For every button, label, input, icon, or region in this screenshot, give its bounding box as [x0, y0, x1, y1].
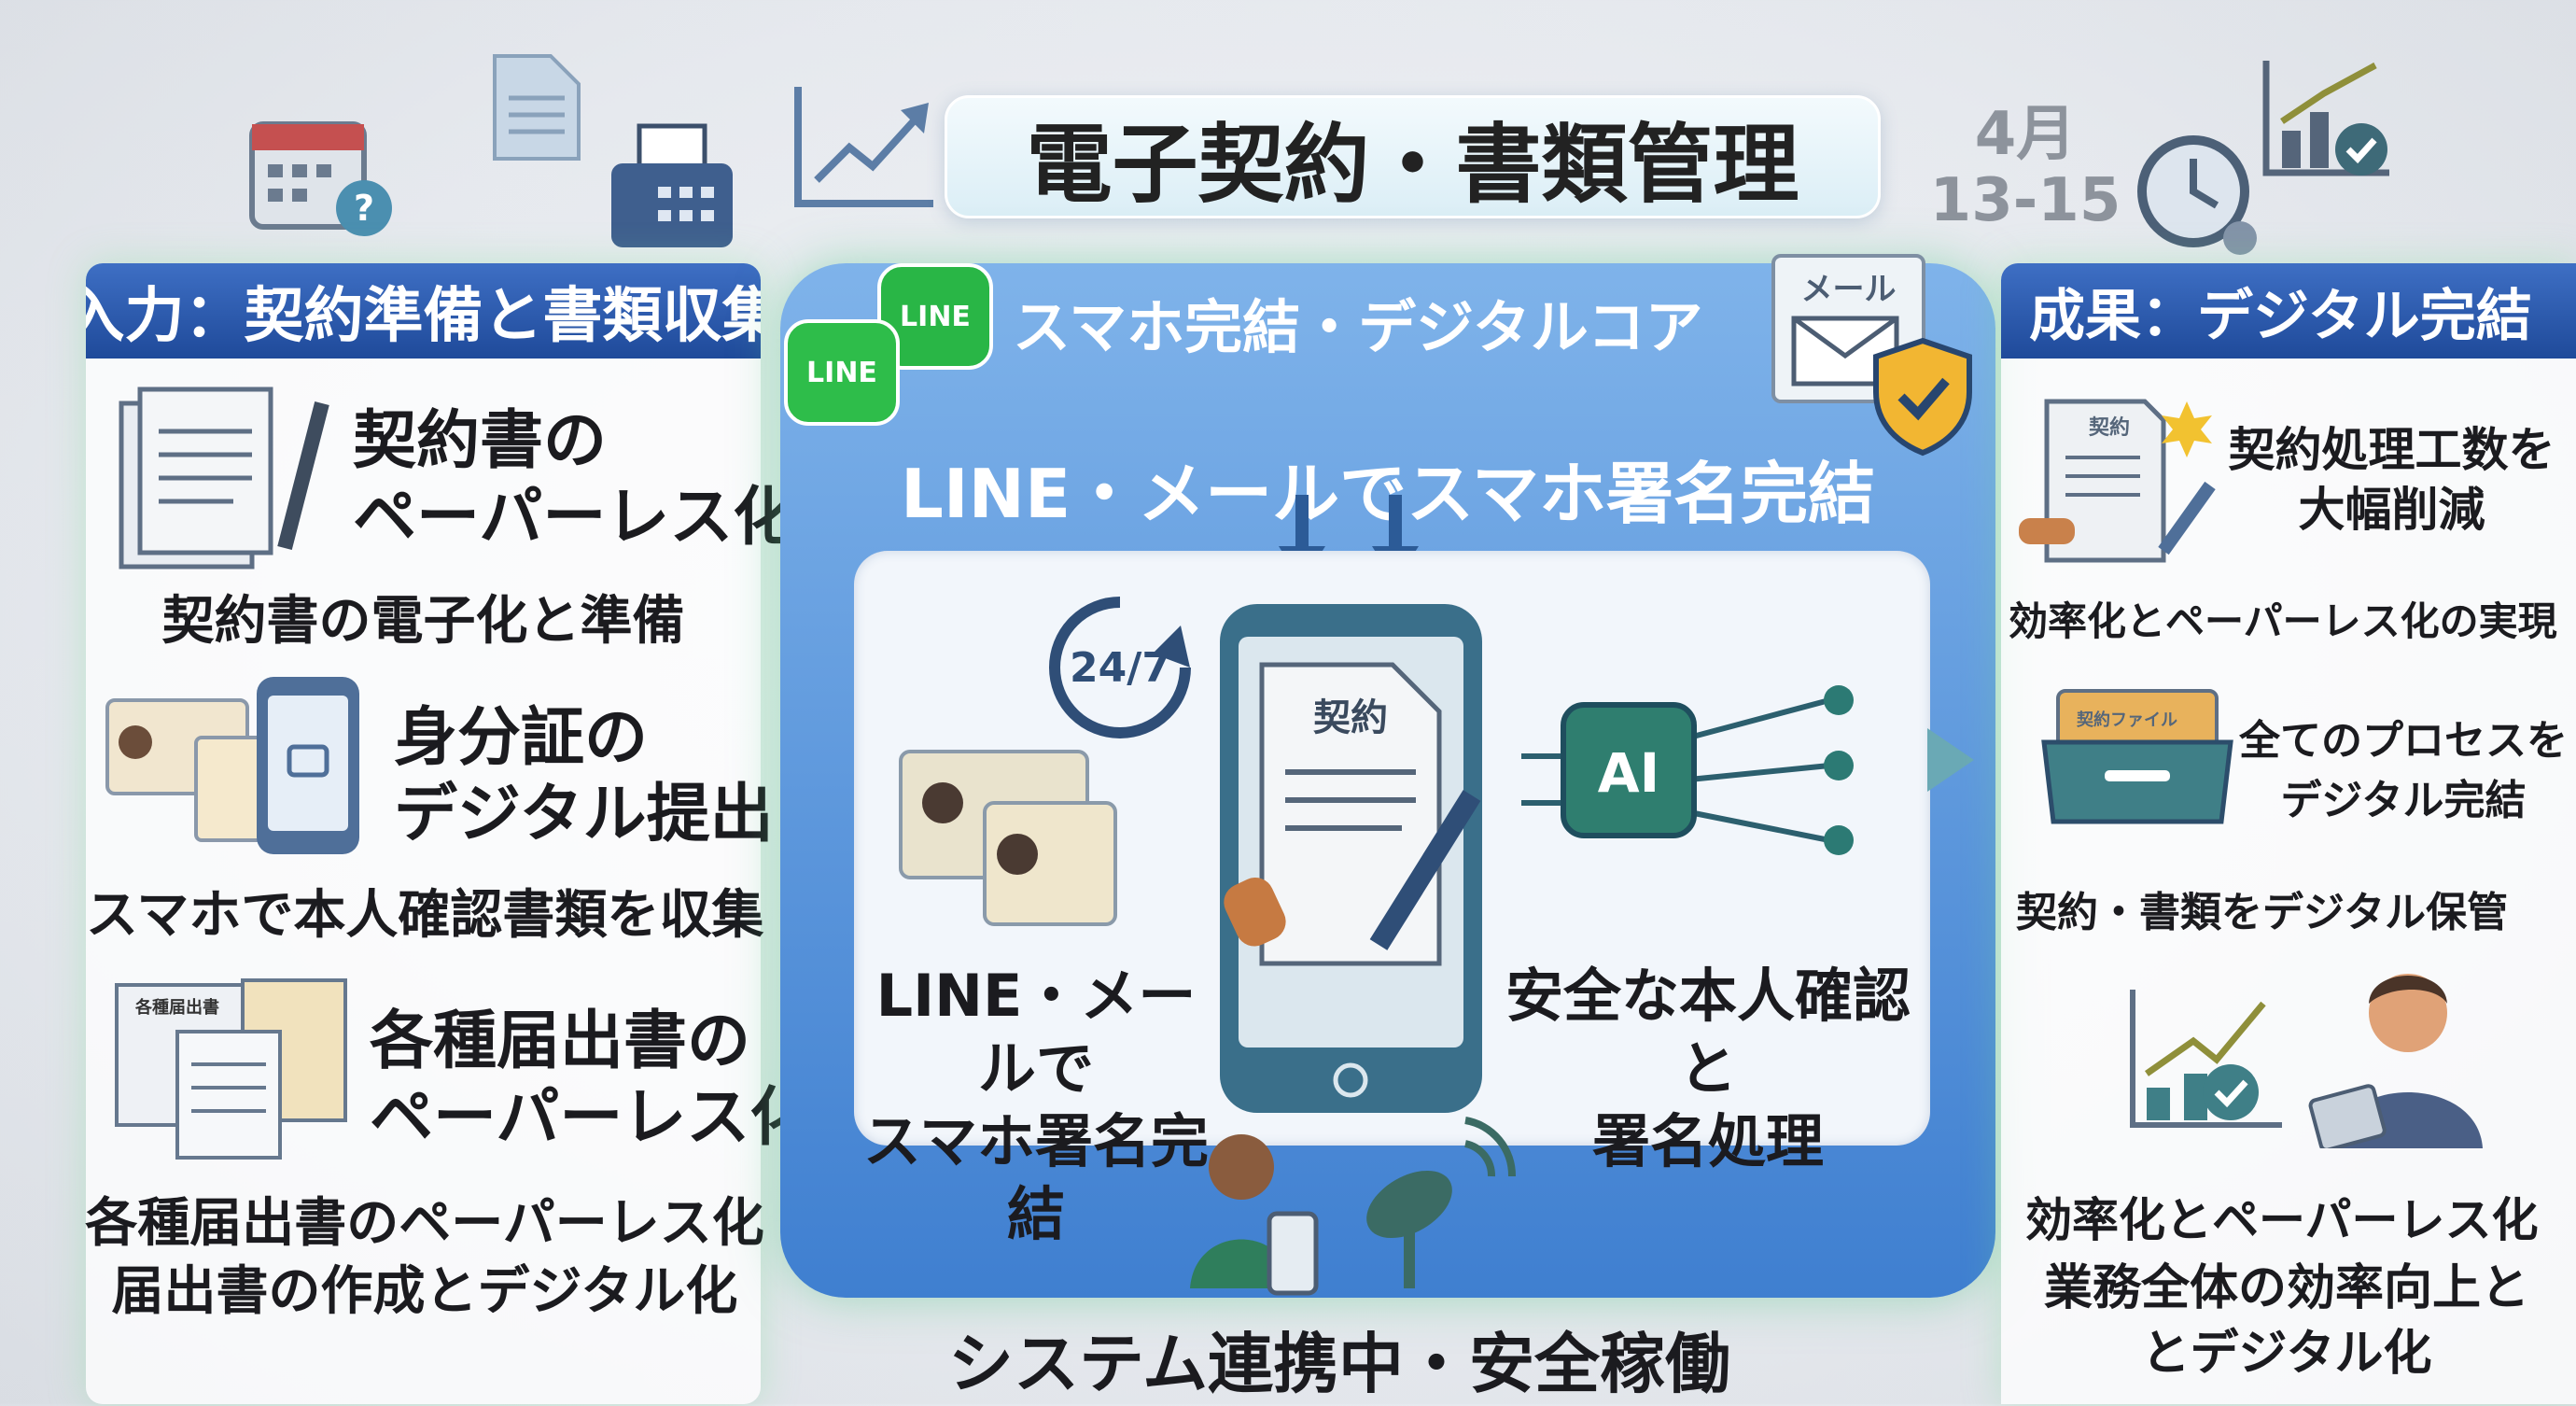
center-left-caption: LINE・メールでスマホ署名完結: [862, 962, 1210, 1248]
fax-icon: [611, 123, 733, 247]
growth-check-icon: [2262, 61, 2389, 176]
shield-check-icon: [1873, 337, 1972, 457]
contract-stamp-icon: 契約: [2019, 399, 2216, 563]
operator-satellite-icon: [1190, 1117, 1517, 1296]
svg-text:?: ?: [354, 188, 374, 229]
input-item-2-sub: スマホで本人確認書類を収集: [86, 885, 764, 946]
date-month: 4月: [1974, 100, 2077, 169]
ai-chip-icon: AI: [1521, 685, 1854, 855]
clock-gear-icon: [2137, 135, 2257, 255]
clock-247-icon: 24/7: [1049, 597, 1191, 738]
mail-label: メール: [1800, 271, 1897, 308]
chart-trend-icon: [794, 87, 933, 207]
input-item-3-heading: 各種届出書のペーパーレス化: [370, 1005, 814, 1155]
result-item-3-sub: 業務全体の効率向上ととデジタル化: [2043, 1260, 2529, 1382]
document-icon: [493, 54, 581, 161]
input-item-3-sub-2: 届出書の作成とデジタル化: [111, 1261, 738, 1322]
result-panel-header: 成果：デジタル完結: [2001, 263, 2576, 359]
result-item-1-heading: 契約処理工数を大幅削減: [2228, 423, 2555, 537]
svg-text:24/7: 24/7: [1070, 644, 1170, 692]
svg-text:各種届出書: 各種届出書: [134, 997, 219, 1018]
forms-icon: 各種届出書: [115, 978, 347, 1160]
center-subtitle: LINE・メールでスマホ署名完結: [901, 455, 1875, 533]
digital-core-header: スマホ完結・デジタルコア: [1013, 293, 1703, 361]
result-item-2-sub: 契約・書類をデジタル保管: [2016, 889, 2509, 936]
input-item-2-heading: 身分証のデジタル提出: [394, 701, 774, 851]
result-item-1-sub: 効率化とペーパーレス化の実現: [2009, 598, 2557, 644]
svg-text:契約: 契約: [2088, 415, 2130, 440]
file-drawer-icon: 契約ファイル: [2041, 689, 2233, 824]
result-item-3-heading: 効率化とペーパーレス化: [2025, 1193, 2539, 1247]
smartphone-sign-icon: 契約: [1220, 604, 1482, 1113]
system-status-footer: システム連携中・安全稼働: [948, 1326, 1730, 1402]
input-item-1-heading: 契約書のペーパーレス化: [353, 404, 797, 555]
date-range: 13-15: [1929, 166, 2121, 235]
svg-text:契約: 契約: [1313, 696, 1388, 739]
svg-text:AI: AI: [1598, 741, 1659, 805]
line-app-icon-2: LINE: [784, 319, 900, 426]
contract-documents-pen-icon: [119, 387, 329, 569]
input-item-3-sub-1: 各種届出書のペーパーレス化: [85, 1193, 764, 1254]
growth-chart-check-icon: [2130, 990, 2282, 1128]
id-card-phone-icon: [105, 677, 359, 854]
id-cards-icon: [899, 750, 1117, 926]
page-title: 電子契約・書類管理: [945, 95, 1881, 218]
mail-shield-icon: メール: [1771, 254, 1925, 403]
calendar-icon: ?: [249, 121, 392, 236]
center-right-caption: 安全な本人確認と署名処理: [1505, 962, 1911, 1175]
input-item-1-sub: 契約書の電子化と準備: [161, 591, 685, 652]
svg-text:契約ファイル: 契約ファイル: [2076, 710, 2177, 730]
result-item-2-heading: 全てのプロセスをデジタル完結: [2239, 717, 2568, 824]
flow-arrow-right: [1927, 728, 1974, 792]
businessman-tablet-icon: [2308, 974, 2483, 1148]
input-panel-header: 入力：契約準備と書類収集: [86, 263, 761, 359]
